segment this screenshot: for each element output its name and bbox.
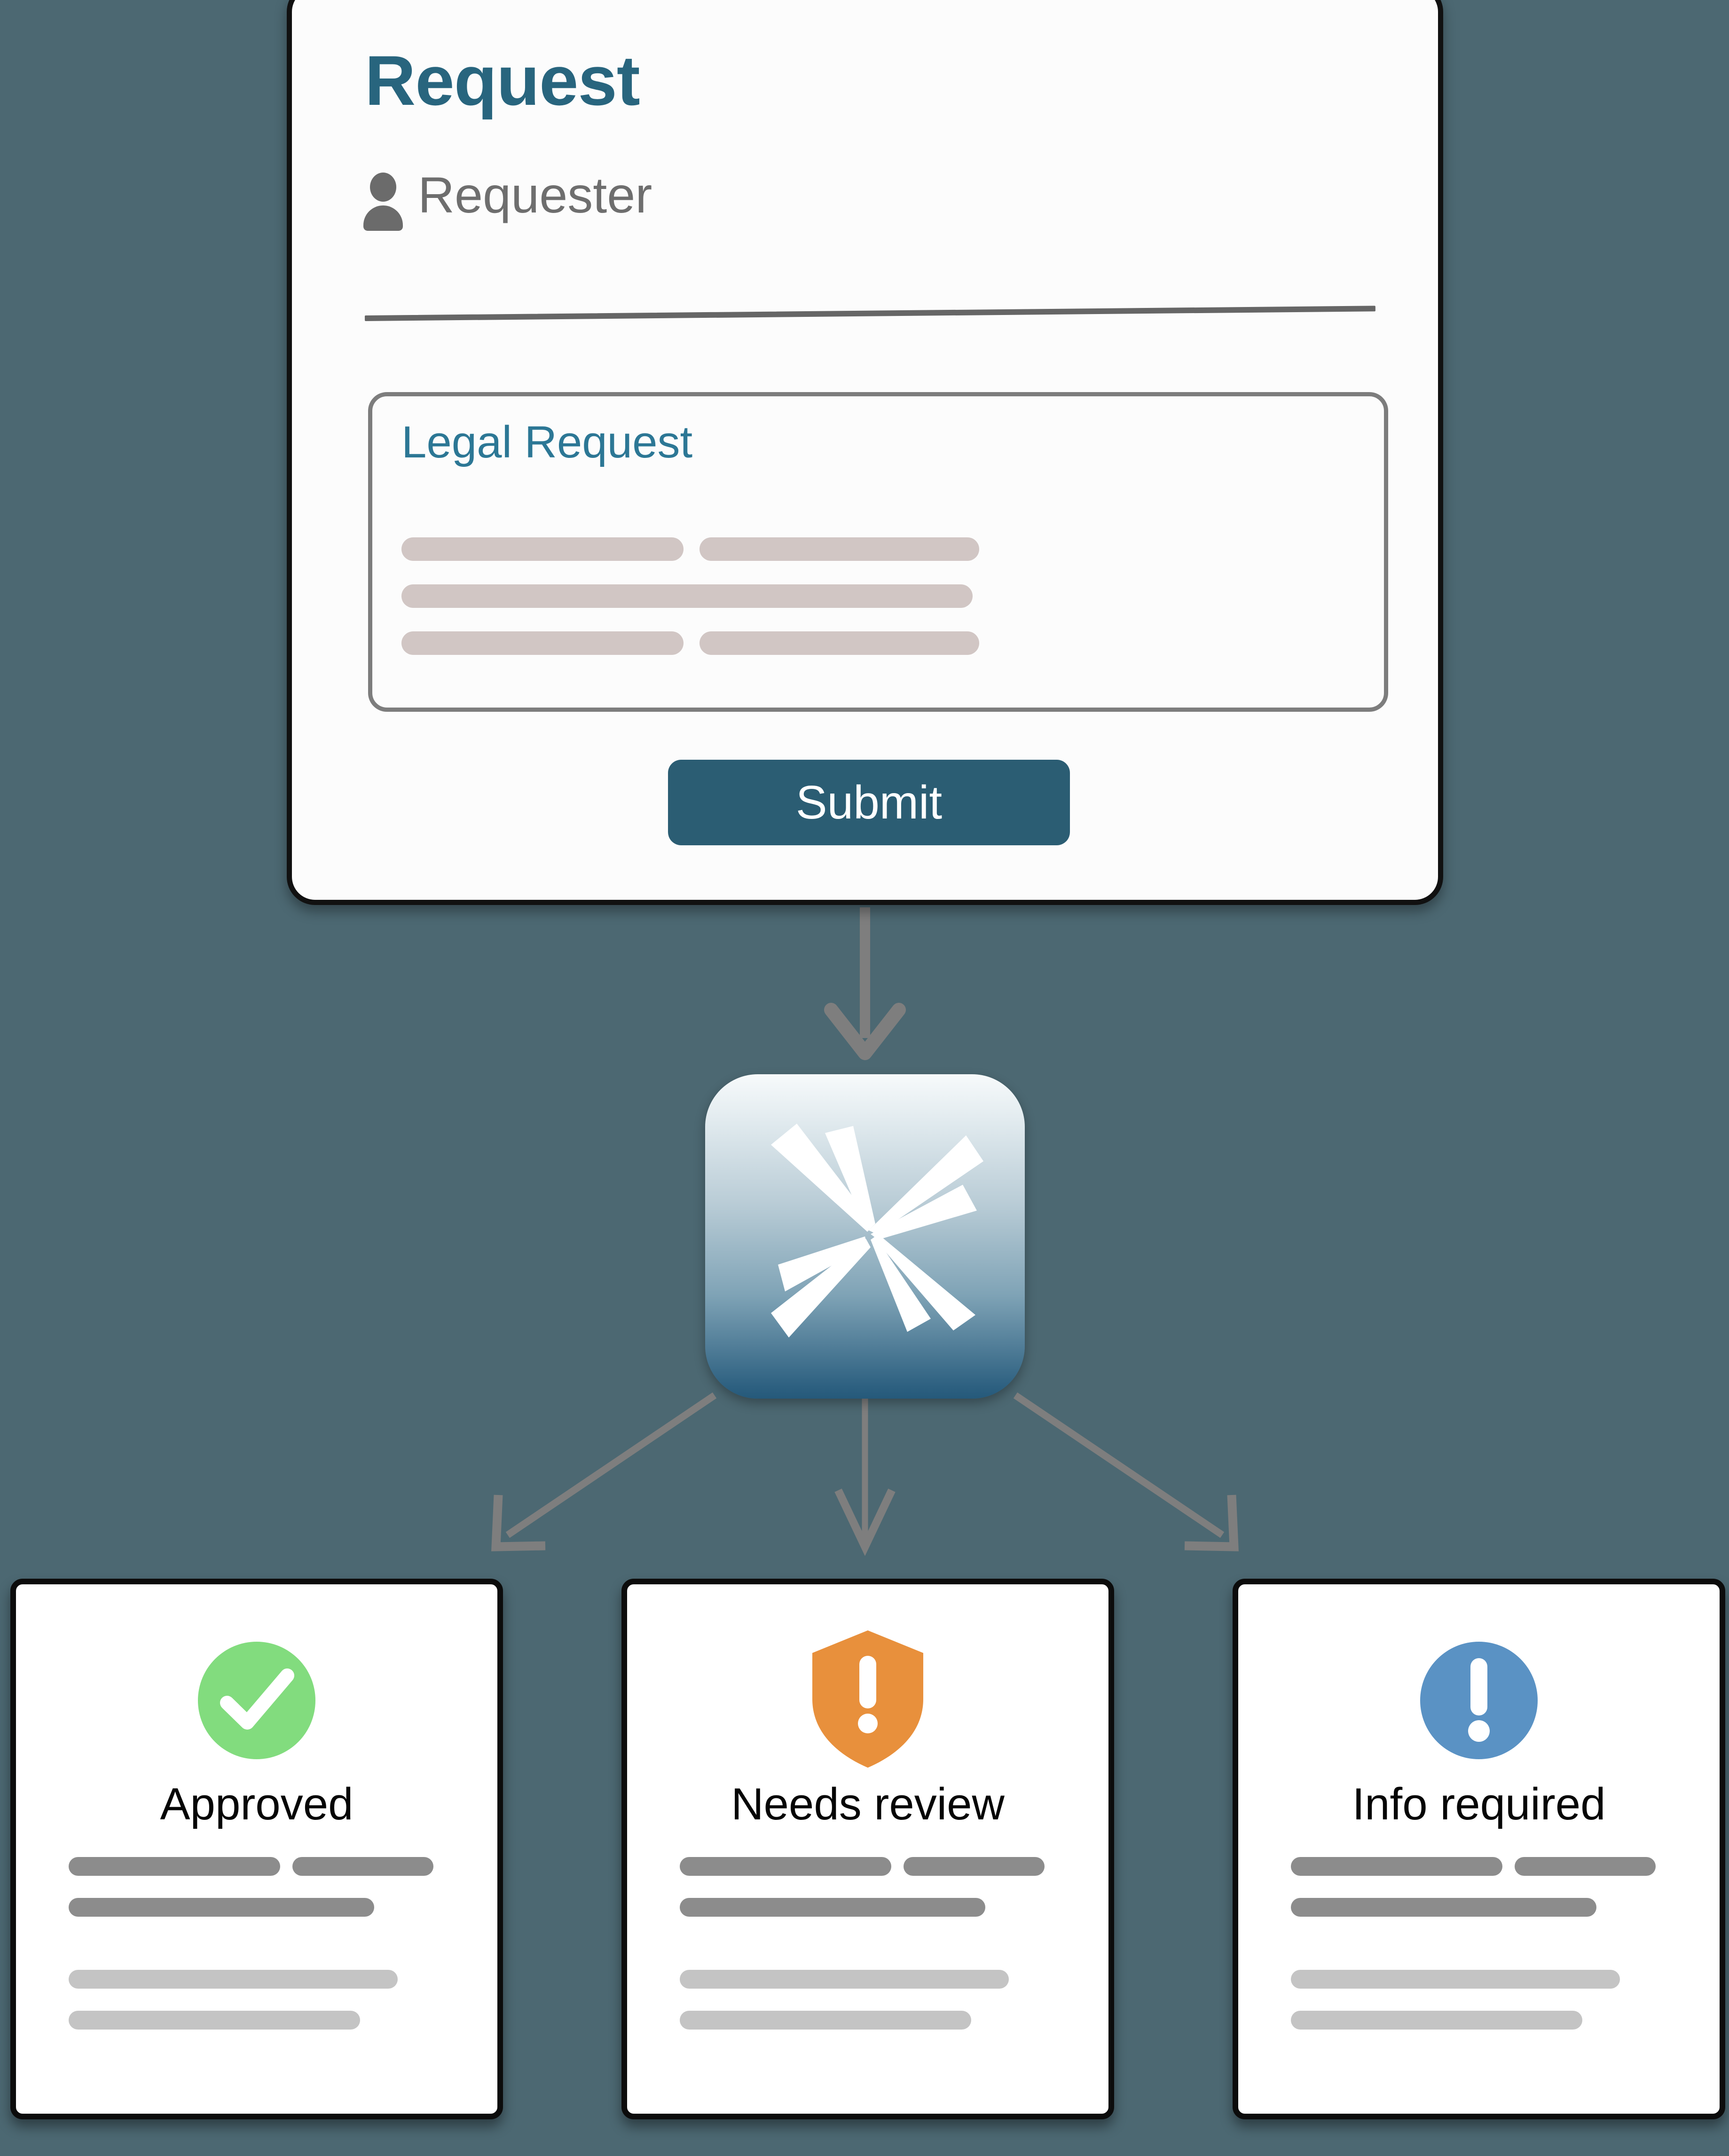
outcome-placeholder-lines (1291, 1857, 1686, 2030)
request-form-card: Request Requester Legal Request (287, 0, 1443, 905)
arrow-engine-to-info-required (1013, 1392, 1239, 1551)
arrow-request-to-engine (824, 907, 906, 1060)
legal-request-placeholder-lines (401, 537, 1351, 678)
outcome-title: Approved (160, 1779, 354, 1829)
outcome-placeholder-lines (69, 1857, 464, 2030)
placeholder-row (680, 2011, 1075, 2030)
placeholder-row (1291, 1857, 1686, 1876)
check-circle-icon (172, 1618, 341, 1787)
placeholder-row (69, 1898, 464, 1917)
divider (364, 306, 1375, 321)
person-icon (362, 172, 404, 231)
outcome-placeholder-lines (680, 1857, 1075, 2030)
page-title: Request (365, 41, 640, 120)
placeholder-row (680, 1898, 1075, 1917)
legal-request-label: Legal Request (401, 417, 693, 467)
placeholder-row (1291, 1970, 1686, 1989)
placeholder-row (69, 1970, 464, 1989)
starburst-app-icon[interactable] (705, 1074, 1025, 1399)
placeholder-row (401, 584, 1351, 608)
requester-row: Requester (362, 166, 652, 231)
placeholder-row (69, 1857, 464, 1876)
legal-request-section: Legal Request (368, 392, 1388, 712)
starburst-glyph (771, 1124, 983, 1338)
placeholder-row (401, 631, 1351, 655)
outcome-card-approved[interactable]: Approved (10, 1579, 503, 2119)
requester-label: Requester (418, 166, 652, 223)
submit-button[interactable]: Submit (668, 760, 1070, 845)
shield-exclamation-icon (783, 1618, 952, 1787)
arrow-engine-to-needs-review (834, 1399, 896, 1556)
outcome-card-needs-review[interactable]: Needs review (621, 1579, 1114, 2119)
placeholder-row (1291, 1898, 1686, 1917)
outcome-title: Needs review (731, 1779, 1005, 1829)
arrow-engine-to-approved (491, 1392, 717, 1551)
placeholder-row (69, 2011, 464, 2030)
outcome-card-info-required[interactable]: Info required (1233, 1579, 1725, 2119)
placeholder-row (401, 537, 1351, 561)
placeholder-row (680, 1970, 1075, 1989)
placeholder-row (680, 1857, 1075, 1876)
placeholder-row (1291, 2011, 1686, 2030)
outcome-title: Info required (1352, 1779, 1606, 1829)
info-exclamation-circle-icon (1394, 1618, 1564, 1787)
